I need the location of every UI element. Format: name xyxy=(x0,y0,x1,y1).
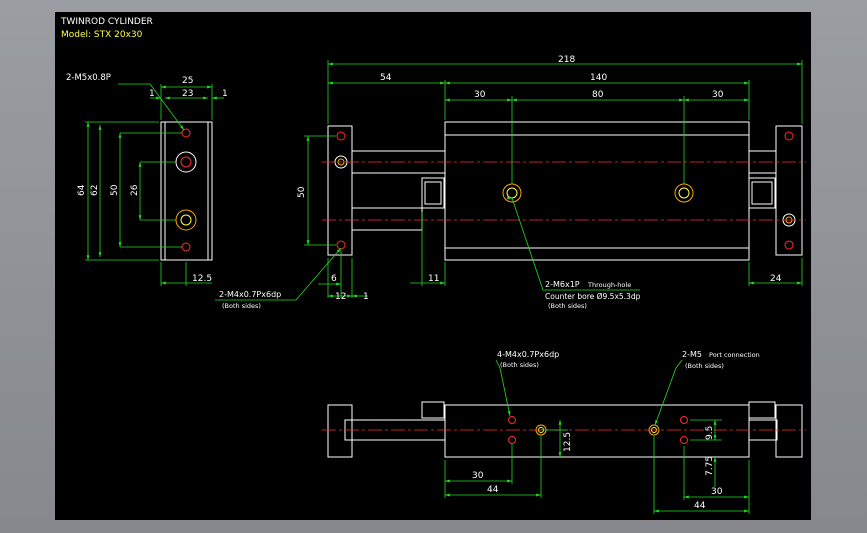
dim-64: 64 xyxy=(77,184,87,196)
bv-nut-left xyxy=(421,401,445,419)
dim-12-5: 12.5 xyxy=(192,274,212,284)
note-m5-port: 2-M5 xyxy=(682,350,702,359)
note-m4-tap: 2-M4x0.7Px6dp xyxy=(219,290,281,299)
drawing-viewport[interactable]: TWINROD CYLINDER Model: STX 20x30 xyxy=(55,12,811,520)
dim-218: 218 xyxy=(558,55,575,65)
bv-nut-right xyxy=(748,401,776,419)
mount-hole-left xyxy=(502,183,522,203)
top-view-notes: 2-M4x0.7Px6dp (Both sides) 2-M6x1P Throu… xyxy=(219,280,641,310)
note-m5-thread: 2-M5x0.8P xyxy=(66,73,111,83)
dim-50-top: 50 xyxy=(297,186,307,198)
note-counter-bore: Counter bore Ø9.5x5.3dp xyxy=(545,292,641,301)
top-view-dim-labels: 218 54 140 30 80 30 50 6 12 1 11 24 xyxy=(297,55,782,302)
plate-left-hole-top xyxy=(336,131,346,141)
bv-plate-left xyxy=(327,404,353,458)
bv-tap-1 xyxy=(508,416,516,424)
dim-23: 23 xyxy=(182,89,193,99)
note-both-sides-a: (Both sides) xyxy=(222,302,261,310)
note-port-connection: Port connection xyxy=(709,351,760,359)
dim-30-bottom-b: 30 xyxy=(711,487,723,497)
note-both-sides-d: (Both sides) xyxy=(685,362,724,370)
end-view-port-mid xyxy=(180,156,192,168)
end-view-rod-bore xyxy=(175,151,197,173)
top-view xyxy=(327,121,803,261)
dim-24: 24 xyxy=(770,274,782,284)
end-view-port-bottom xyxy=(181,242,191,252)
rod-lower xyxy=(351,207,423,231)
model-text: Model: STX 20x30 xyxy=(61,30,143,40)
bottom-view-notes: 4-M4x0.7Px6dp (Both sides) 2-M5 Port con… xyxy=(497,350,760,370)
nut-lower xyxy=(421,177,445,209)
dim-50: 50 xyxy=(110,184,120,196)
cad-drawing: TWINROD CYLINDER Model: STX 20x30 xyxy=(60,17,806,514)
end-view-hole xyxy=(180,214,192,226)
plate-right xyxy=(775,125,803,256)
dim-12: 12 xyxy=(335,292,346,302)
plate-left xyxy=(327,125,353,256)
note-both-sides-c: (Both sides) xyxy=(500,361,539,369)
dim-54: 54 xyxy=(380,73,392,83)
dim-12-5-bottom: 12.5 xyxy=(563,432,573,452)
note-through-hole: Through-hole xyxy=(587,281,631,289)
dim-44-b: 44 xyxy=(694,501,706,511)
dim-30-a: 30 xyxy=(474,90,486,100)
mount-hole-right xyxy=(674,183,694,203)
dim-26: 26 xyxy=(130,184,140,196)
bottom-view-dim-labels: 30 44 12.5 9.5 7.75 30 44 xyxy=(472,426,723,511)
plate-right-hole-bottom xyxy=(784,240,794,250)
dim-1-left: 1 xyxy=(149,89,155,99)
end-view-port-top xyxy=(181,128,191,138)
note-m6-hole: 2-M6x1P xyxy=(545,280,580,289)
dim-9-5: 9.5 xyxy=(705,426,715,440)
bottom-view-dimensions xyxy=(444,359,750,514)
end-view xyxy=(160,121,213,261)
end-view-dim-labels: 25 23 1 1 64 62 50 26 12.5 xyxy=(77,76,228,284)
end-view-counterbore xyxy=(175,209,197,231)
dim-7-75: 7.75 xyxy=(705,456,715,476)
bv-cylinder xyxy=(444,404,750,458)
nut-right-inner xyxy=(751,181,773,205)
dim-1-right: 1 xyxy=(222,89,228,99)
note-both-sides-b: (Both sides) xyxy=(548,302,587,310)
plate-left-hole-bottom xyxy=(336,240,346,250)
bv-tap-3 xyxy=(680,416,688,424)
dim-62: 62 xyxy=(90,185,100,196)
dim-140: 140 xyxy=(590,73,607,83)
dim-11: 11 xyxy=(428,274,439,284)
bv-plate-right xyxy=(775,404,803,458)
top-view-centerlines xyxy=(322,161,806,221)
bv-tap-4 xyxy=(680,436,688,444)
bv-tap-2 xyxy=(508,436,516,444)
cylinder-body xyxy=(444,121,750,261)
title-text: TWINROD CYLINDER xyxy=(60,17,153,27)
dim-1-top: 1 xyxy=(363,292,369,302)
dim-25: 25 xyxy=(182,76,193,86)
top-view-dimensions xyxy=(215,60,803,301)
dim-6: 6 xyxy=(331,274,337,284)
note-m4-tap-4: 4-M4x0.7Px6dp xyxy=(497,350,559,359)
dim-30-bottom: 30 xyxy=(472,471,484,481)
dim-30-b: 30 xyxy=(712,90,724,100)
nut-right xyxy=(748,177,776,209)
dim-80: 80 xyxy=(592,90,604,100)
plate-right-hole-top xyxy=(784,131,794,141)
nut-lower-inner xyxy=(424,181,442,205)
dim-44-a: 44 xyxy=(487,485,499,495)
end-view-dimensions xyxy=(85,83,224,286)
end-view-inner xyxy=(164,121,209,261)
end-view-body xyxy=(160,121,213,261)
